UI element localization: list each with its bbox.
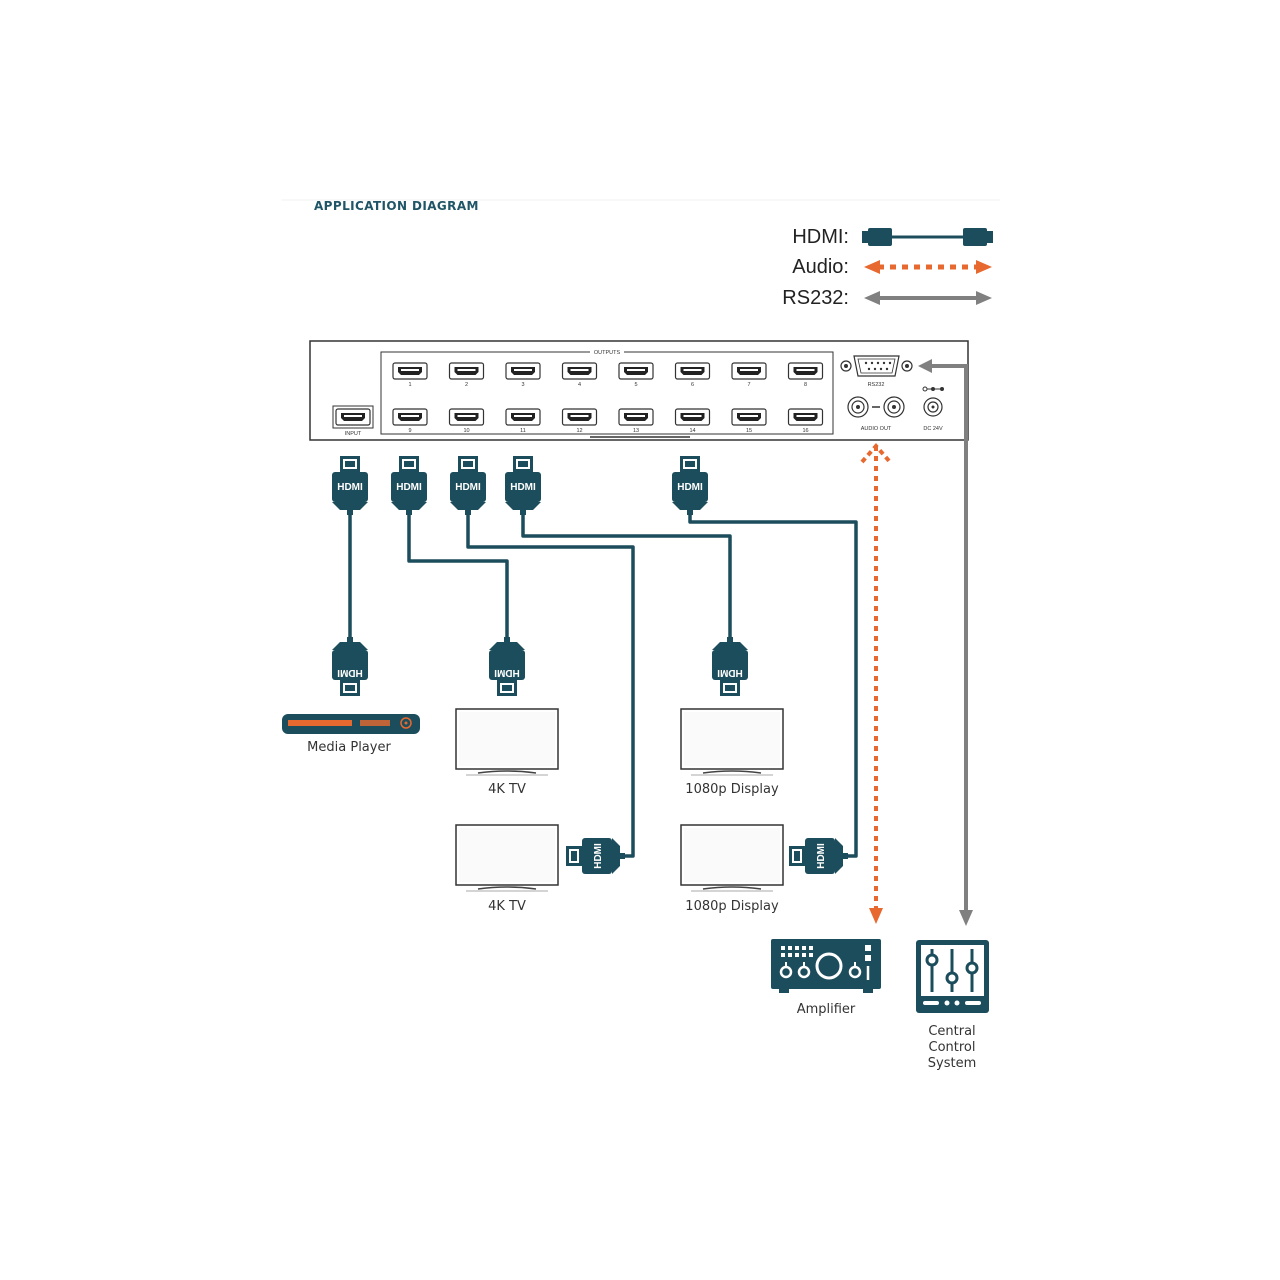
hdmi-connector-output-d: HDMI [672,456,708,515]
output-port-number: 14 [689,428,695,434]
output-port-number: 10 [463,428,469,434]
svg-text:HDMI: HDMI [494,667,520,678]
output-port-11 [505,408,541,426]
audio-connection [860,442,892,924]
output-port-8 [787,362,824,380]
audio-out-jacks [847,396,905,418]
output-port-number: 7 [747,382,750,388]
outputs-label: OUTPUTS [594,350,621,356]
svg-text:HDMI: HDMI [337,667,363,678]
output-port-15 [731,408,767,426]
output-port-12 [561,408,598,426]
output-port-number: 12 [576,428,582,434]
output-port-number: 5 [634,382,637,388]
output-port-number: 2 [465,382,468,388]
1080p-display-bottom-label: 1080p Display [685,899,779,914]
output-port-number: 4 [578,382,581,388]
control-system-label-line1: Central [928,1024,975,1039]
output-port-number: 11 [520,428,526,434]
4k-tv-bottom-label: 4K TV [488,899,526,914]
hdmi-connector-4k-tv-bottom: HDMI [566,838,625,874]
hdmi-connector-output-c: HDMI [505,456,541,515]
amplifier-icon [771,939,881,993]
output-port-10 [448,408,485,426]
rs232-label: RS232 [868,382,885,388]
hdmi-connector-1080p-bottom: HDMI [789,838,848,874]
legend: HDMI: Audio: RS232: [782,226,993,309]
output-port-number: 3 [521,382,524,388]
audio-out-label: AUDIO OUT [861,426,892,432]
output-port-6 [674,362,711,380]
legend-rs232-arrow-icon [864,291,992,305]
hdmi-cables [348,510,858,858]
input-port [335,408,371,426]
output-port-number: 9 [408,428,411,434]
legend-hdmi-label: HDMI: [792,226,849,248]
legend-audio-arrow-icon [864,260,992,274]
output-port-3 [505,362,541,380]
output-port-7 [731,362,767,380]
svg-text:HDMI: HDMI [396,482,422,493]
media-player-label: Media Player [307,740,391,755]
output-port-number: 1 [408,382,411,388]
svg-text:HDMI: HDMI [510,482,536,493]
output-port-14 [674,408,711,426]
legend-rs232-label: RS232: [782,287,849,309]
rs232-port [840,355,913,377]
cable-out-1080p-top [521,510,732,642]
output-port-9 [392,408,428,426]
hdmi-connector-output-a: HDMI [391,456,427,515]
svg-text:HDMI: HDMI [816,843,827,869]
1080p-display-top-label: 1080p Display [685,782,779,797]
4k-tv-bottom-icon [455,824,559,892]
output-port-13 [618,408,654,426]
amplifier-label: Amplifier [797,1002,856,1017]
output-port-5 [618,362,654,380]
1080p-display-bottom-icon [680,824,784,892]
output-port-1 [392,362,428,380]
legend-hdmi-cable-icon [862,228,993,246]
hdmi-connector-4k-tv-top: HDMI [489,637,525,696]
svg-text:HDMI: HDMI [717,667,743,678]
control-system-icon [916,940,989,1013]
output-port-number: 16 [802,428,808,434]
4k-tv-top-icon [455,708,559,776]
rs232-connection [918,359,973,926]
cable-out-4k-tv-top [407,510,509,642]
control-system-label-line3: System [928,1056,976,1071]
svg-text:HDMI: HDMI [677,482,703,493]
diagram-title: APPLICATION DIAGRAM [314,199,479,213]
hdmi-connector-input: HDMI [332,456,368,515]
output-port-number: 13 [633,428,639,434]
input-label: INPUT [345,431,362,437]
output-port-number: 6 [691,382,694,388]
cable-out-1080p-bottom [688,510,858,858]
hdmi-connector-1080p-top: HDMI [712,637,748,696]
dc-power-jack [922,386,944,417]
hdmi-connector-media-player: HDMI [332,637,368,696]
svg-text:HDMI: HDMI [337,482,363,493]
cable-out-4k-tv-bottom [466,510,635,858]
media-player-device [282,714,420,734]
output-port-number: 8 [804,382,807,388]
control-system-label-line2: Control [929,1040,976,1055]
legend-audio-label: Audio: [792,256,849,278]
output-port-4 [561,362,598,380]
svg-text:HDMI: HDMI [593,843,604,869]
output-port-2 [448,362,485,380]
dc-label: DC 24V [923,426,943,432]
svg-text:HDMI: HDMI [455,482,481,493]
output-port-16 [787,408,824,426]
4k-tv-top-label: 4K TV [488,782,526,797]
hdmi-connector-output-b: HDMI [450,456,486,515]
output-port-number: 15 [746,428,752,434]
1080p-display-top-icon [680,708,784,776]
